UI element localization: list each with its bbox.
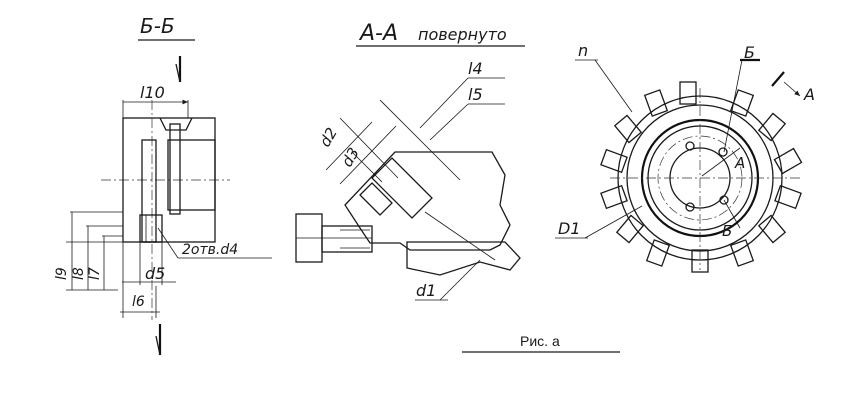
label-l8: l8 xyxy=(71,267,87,280)
label-l5: l5 xyxy=(468,85,483,104)
label-b-bottom: Б xyxy=(722,222,732,240)
label-d5-left: d5 xyxy=(145,264,165,283)
section-a-title: А-А xyxy=(358,21,398,46)
section-b-b-view: Б-Б l10 l9 xyxy=(54,14,272,356)
label-D1: D1 xyxy=(558,219,581,238)
bolt-hole xyxy=(719,195,729,205)
holes-note: 2отв.d4 xyxy=(182,242,238,258)
label-l9: l9 xyxy=(54,267,70,280)
figure-caption: Рис. а xyxy=(462,333,620,353)
bolt-hole xyxy=(685,202,695,212)
round-part-view: Б А А Б n D1 xyxy=(555,41,815,273)
section-a-a-view: А-А повернуто d2 d3 l4 l5 xyxy=(295,21,525,301)
label-d2: d2 xyxy=(316,124,341,150)
section-a-note: повернуто xyxy=(418,25,507,44)
label-l6: l6 xyxy=(132,294,145,310)
section-b-title: Б-Б xyxy=(140,14,175,38)
label-n: n xyxy=(578,41,588,60)
bolt-hole xyxy=(685,141,695,151)
label-b-top: Б xyxy=(744,43,755,62)
label-d1-mid: d1 xyxy=(416,281,436,300)
label-d3: d3 xyxy=(338,144,363,170)
housing-section xyxy=(344,151,511,251)
label-l10: l10 xyxy=(140,83,165,102)
label-a-inner: А xyxy=(734,154,745,172)
caption-text: Рис. а xyxy=(520,333,560,349)
bolt-hole xyxy=(718,147,728,157)
label-l7: l7 xyxy=(87,267,103,280)
label-l4: l4 xyxy=(468,59,483,78)
label-a-right: А xyxy=(803,85,815,104)
